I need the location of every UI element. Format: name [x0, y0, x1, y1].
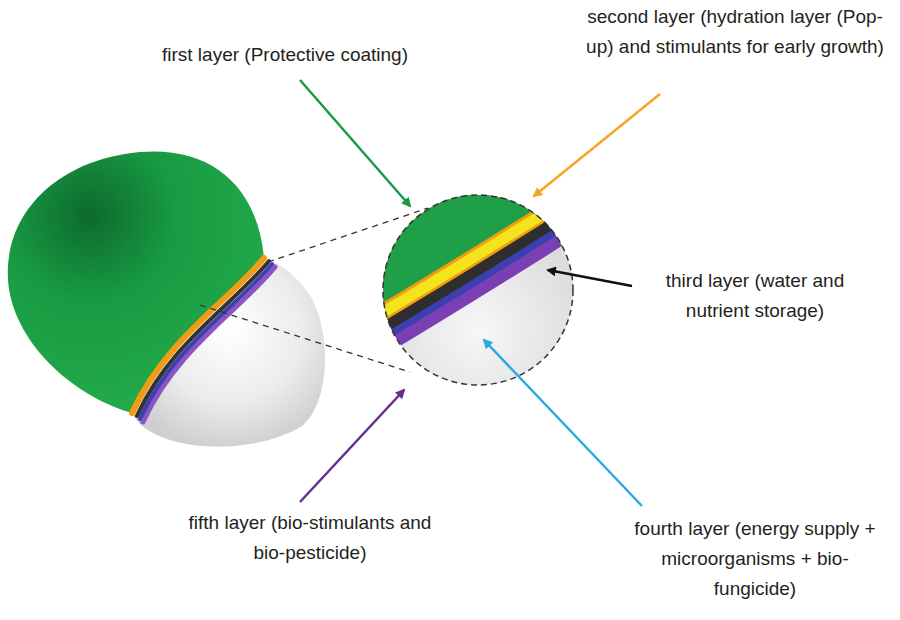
layer-stripes — [132, 258, 275, 422]
protective-shell — [8, 151, 264, 413]
leader-arrows — [300, 80, 660, 506]
magnifier-outline — [383, 195, 573, 385]
magnified-view — [340, 150, 600, 390]
layer-label: fifth layer (bio-stimulants and bio-pest… — [180, 508, 440, 568]
layer-label: second layer (hydration layer (Pop-up) a… — [585, 2, 885, 62]
layer-label: fourth layer (energy supply + microorgan… — [630, 514, 880, 604]
layer-label: third layer (water and nutrient storage) — [640, 266, 870, 326]
layer-label: first layer (Protective coating) — [115, 40, 455, 70]
